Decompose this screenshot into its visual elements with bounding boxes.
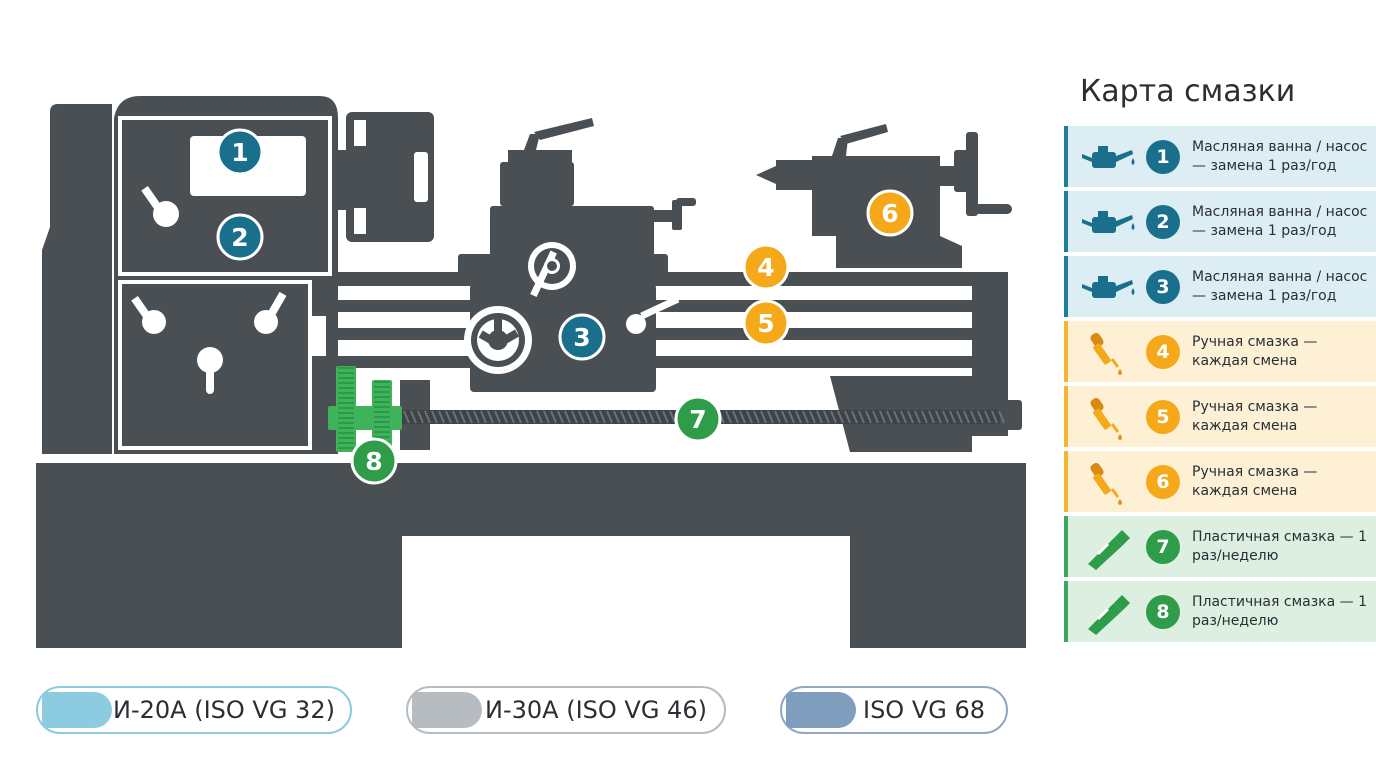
legend-number: 7 [1146, 530, 1180, 564]
legend-text: Масляная ванна / насос — замена 1 раз/го… [1192, 139, 1368, 174]
marker-8: 8 [350, 437, 398, 485]
marker-number: 2 [231, 223, 248, 252]
lathe-body [36, 96, 1026, 648]
lathe-bed [36, 463, 1026, 648]
marker-3: 3 [558, 313, 606, 361]
headstock-back [50, 104, 112, 454]
oil-can-icon [1078, 199, 1136, 245]
oil-can-icon [1078, 134, 1136, 180]
legend-number: 1 [1146, 140, 1180, 174]
legend-text: Масляная ванна / насос — замена 1 раз/го… [1192, 204, 1368, 239]
marker-number: 1 [231, 138, 248, 167]
legend-text: Масляная ванна / насос — замена 1 раз/го… [1192, 269, 1368, 304]
legend-item-7: 7 Пластичная смазка — 1 раз/неделю [1064, 516, 1376, 577]
oil-type-label: И-20А (ISO VG 32) [113, 696, 335, 724]
marker-1: 1 [216, 128, 264, 176]
legend-item-8: 8 Пластичная смазка — 1 раз/неделю [1064, 581, 1376, 642]
legend-text: Пластичная смазка — 1 раз/неделю [1192, 529, 1368, 564]
marker-5: 5 [742, 299, 790, 347]
legend-item-3: 3 Масляная ванна / насос — замена 1 раз/г… [1064, 256, 1376, 317]
legend-text: Ручная смазка — каждая смена [1192, 464, 1318, 499]
legend-text: Пластичная смазка — 1 раз/неделю [1192, 594, 1368, 629]
grease-tube-icon [1078, 524, 1136, 570]
oil-type-pill: ISO VG 68 [780, 686, 1008, 734]
legend-item-4: 4 Ручная смазка — каждая смена [1064, 321, 1376, 382]
dropper-icon [1078, 459, 1136, 505]
legend-number: 3 [1146, 270, 1180, 304]
legend-number: 8 [1146, 595, 1180, 629]
grease-tube-icon [1078, 589, 1136, 635]
marker-7: 7 [674, 395, 722, 443]
marker-number: 4 [757, 253, 774, 282]
oil-type-pill: И-20А (ISO VG 32) [36, 686, 352, 734]
dropper-icon [1078, 329, 1136, 375]
markers: 1 2 3 4 5 6 7 8 [216, 128, 914, 485]
legend-item-2: 2 Масляная ванна / насос — замена 1 раз/г… [1064, 191, 1376, 252]
legend-number: 6 [1146, 465, 1180, 499]
dropper-icon [1078, 394, 1136, 440]
legend-text: Ручная смазка — каждая смена [1192, 334, 1318, 369]
marker-6: 6 [866, 189, 914, 237]
oil-can-icon [1078, 264, 1136, 310]
gears [328, 366, 402, 452]
oil-color-swatch [786, 692, 856, 728]
legend-text: Ручная смазка — каждая смена [1192, 399, 1318, 434]
legend-item-1: 1 Масляная ванна / насос — замена 1 раз/г… [1064, 126, 1376, 187]
chuck [346, 112, 434, 242]
oil-color-swatch [412, 692, 482, 728]
oil-color-swatch [42, 692, 112, 728]
oil-type-label: И-30А (ISO VG 46) [485, 696, 707, 724]
marker-number: 3 [573, 323, 590, 352]
legend-title: Карта смазки [1080, 74, 1296, 109]
marker-number: 8 [365, 447, 382, 476]
oil-type-pill: И-30А (ISO VG 46) [406, 686, 726, 734]
legend-item-6: 6 Ручная смазка — каждая смена [1064, 451, 1376, 512]
marker-number: 7 [689, 405, 706, 434]
marker-number: 6 [881, 199, 898, 228]
oil-type-label: ISO VG 68 [862, 696, 985, 724]
legend-item-5: 5 Ручная смазка — каждая смена [1064, 386, 1376, 447]
legend-number: 4 [1146, 335, 1180, 369]
legend-number: 2 [1146, 205, 1180, 239]
marker-2: 2 [216, 213, 264, 261]
legend-number: 5 [1146, 400, 1180, 434]
marker-number: 5 [757, 309, 774, 338]
marker-4: 4 [742, 243, 790, 291]
lathe-diagram: 1 2 3 4 5 6 7 8 [36, 96, 1026, 648]
